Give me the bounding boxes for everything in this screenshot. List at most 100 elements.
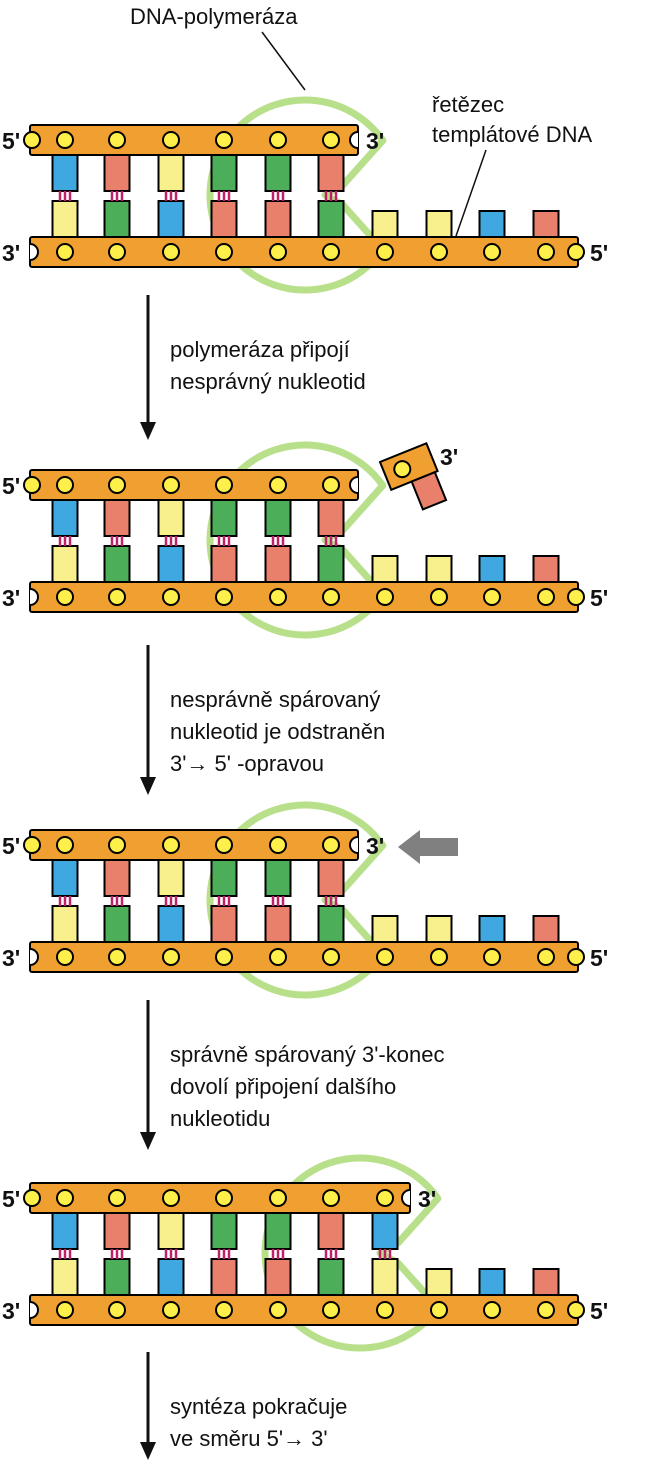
- template-phosphate-3-6: [376, 1301, 394, 1319]
- template-left-notch-3: [29, 1301, 39, 1319]
- template-label-line1: řetězec: [432, 92, 504, 117]
- primer-end-phosphate-2: [23, 836, 41, 854]
- template-phosphate-3-4: [269, 1301, 287, 1319]
- template-base-2-4: [264, 905, 292, 943]
- template-phosphate-0-1: [108, 243, 126, 261]
- template-base-1-2: [157, 545, 185, 583]
- primer-phosphate-0-0: [56, 131, 74, 149]
- template-base-1-8: [478, 555, 506, 583]
- primer-base-1-3: [210, 499, 238, 537]
- three-prime-bottom-0: 3': [2, 240, 20, 266]
- step-caption-4-line-1: syntéza pokračuje: [170, 1394, 347, 1419]
- template-left-notch-0: [29, 243, 39, 261]
- template-base-3-1: [103, 1258, 131, 1296]
- template-phosphate-2-0: [56, 948, 74, 966]
- primer-phosphate-2-0: [56, 836, 74, 854]
- template-end-phosphate-1: [567, 588, 585, 606]
- template-base-3-3: [210, 1258, 238, 1296]
- template-base-2-8: [478, 915, 506, 943]
- three-prime-bottom-3: 3': [2, 1298, 20, 1324]
- primer-backbone-1: [29, 469, 359, 501]
- primer-right-notch-2: [349, 836, 359, 854]
- primer-phosphate-0-5: [322, 131, 340, 149]
- template-base-0-6: [371, 210, 399, 238]
- primer-base-1-1: [103, 499, 131, 537]
- template-label-line2: templátové DNA: [432, 122, 593, 147]
- template-phosphate-2-4: [269, 948, 287, 966]
- primer-phosphate-2-4: [269, 836, 287, 854]
- template-base-0-3: [210, 200, 238, 238]
- template-phosphate-2-6: [376, 948, 394, 966]
- primer-phosphate-2-5: [322, 836, 340, 854]
- primer-phosphate-3-3: [215, 1189, 233, 1207]
- template-base-3-9: [532, 1268, 560, 1296]
- step-caption-2-line-3: 3'→ 5' -opravou: [170, 751, 324, 776]
- primer-base-1-5: [317, 499, 345, 537]
- primer-base-3-1: [103, 1212, 131, 1250]
- template-end-phosphate-0: [567, 243, 585, 261]
- template-base-1-3: [210, 545, 238, 583]
- exonuclease-direction-arrow-2: [398, 830, 458, 864]
- step-arrow-head-1: [140, 422, 156, 440]
- template-phosphate-0-3: [215, 243, 233, 261]
- template-phosphate-3-2: [162, 1301, 180, 1319]
- template-base-2-7: [425, 915, 453, 943]
- five-prime-top-1: 5': [2, 473, 20, 499]
- template-phosphate-0-7: [430, 243, 448, 261]
- template-base-0-7: [425, 210, 453, 238]
- primer-base-2-2: [157, 859, 185, 897]
- template-base-3-6: [371, 1258, 399, 1296]
- primer-phosphate-3-0: [56, 1189, 74, 1207]
- three-prime-top-1: 3': [440, 444, 458, 470]
- template-base-2-3: [210, 905, 238, 943]
- template-phosphate-1-2: [162, 588, 180, 606]
- primer-base-0-0: [51, 154, 79, 192]
- primer-end-phosphate-1: [23, 476, 41, 494]
- primer-phosphate-1-2: [162, 476, 180, 494]
- template-phosphate-1-8: [483, 588, 501, 606]
- mismatched-nucleotide-1: [378, 441, 448, 511]
- template-phosphate-1-1: [108, 588, 126, 606]
- three-prime-top-2: 3': [366, 833, 384, 859]
- primer-base-2-3: [210, 859, 238, 897]
- template-base-1-5: [317, 545, 345, 583]
- template-base-2-0: [51, 905, 79, 943]
- template-base-1-0: [51, 545, 79, 583]
- template-phosphate-0-0: [56, 243, 74, 261]
- template-phosphate-1-9: [537, 588, 555, 606]
- five-prime-top-3: 5': [2, 1186, 20, 1212]
- primer-base-0-2: [157, 154, 185, 192]
- primer-base-1-2: [157, 499, 185, 537]
- template-end-phosphate-2: [567, 948, 585, 966]
- primer-end-phosphate-0: [23, 131, 41, 149]
- primer-phosphate-2-3: [215, 836, 233, 854]
- step-caption-3-line-3: nukleotidu: [170, 1106, 270, 1131]
- primer-base-3-0: [51, 1212, 79, 1250]
- step-arrow-head-2: [140, 777, 156, 795]
- primer-phosphate-3-4: [269, 1189, 287, 1207]
- template-end-phosphate-3: [567, 1301, 585, 1319]
- three-prime-top-3: 3': [418, 1186, 436, 1212]
- primer-phosphate-0-4: [269, 131, 287, 149]
- primer-phosphate-1-3: [215, 476, 233, 494]
- primer-base-3-2: [157, 1212, 185, 1250]
- template-phosphate-0-4: [269, 243, 287, 261]
- template-phosphate-2-1: [108, 948, 126, 966]
- template-phosphate-3-1: [108, 1301, 126, 1319]
- template-base-3-5: [317, 1258, 345, 1296]
- step-caption-1-line-1: polymeráza připojí: [170, 337, 350, 362]
- template-base-0-9: [532, 210, 560, 238]
- panel-4: 5'3'5'3': [2, 1154, 608, 1352]
- step-caption-1-line-2: nesprávný nukleotid: [170, 369, 366, 394]
- primer-backbone-0: [29, 124, 359, 156]
- template-base-2-9: [532, 915, 560, 943]
- primer-base-2-1: [103, 859, 131, 897]
- primer-phosphate-3-1: [108, 1189, 126, 1207]
- template-base-1-9: [532, 555, 560, 583]
- primer-backbone-2: [29, 829, 359, 861]
- template-base-1-1: [103, 545, 131, 583]
- template-base-3-0: [51, 1258, 79, 1296]
